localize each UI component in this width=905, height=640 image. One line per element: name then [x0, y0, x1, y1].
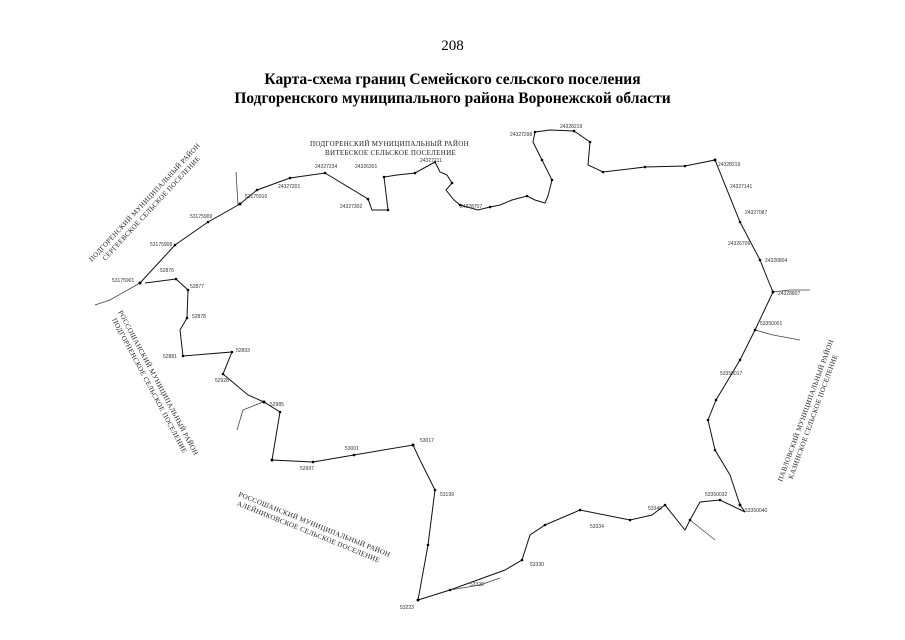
point-label: 53350017: [720, 371, 742, 377]
point-label: 53175901: [112, 278, 134, 284]
point-label: 53175908: [150, 242, 172, 248]
svg-text:ПОДГОРЕНСКИЙ МУНИЦИПАЛЬНЫЙ РАЙ: ПОДГОРЕНСКИЙ МУНИЦИПАЛЬНЫЙ РАЙОН: [88, 142, 202, 264]
point-label: 52876: [160, 268, 174, 274]
boundary-vertices: [138, 129, 775, 602]
point-label: 53199: [440, 492, 454, 498]
point-label: 53350001: [760, 321, 782, 327]
point-label: 52997: [300, 466, 314, 472]
label-northwest-sergeevskoye: ПОДГОРЕНСКИЙ МУНИЦИПАЛЬНЫЙ РАЙОН СЕРГЕЕВ…: [88, 142, 202, 264]
point-label: 53175909: [190, 214, 212, 220]
point-label: 53334: [590, 524, 604, 530]
point-label: 52985: [270, 402, 284, 408]
point-label: 53330: [530, 562, 544, 568]
label-north-vitebskoye: ПОДГОРЕНСКИЙ МУНИЦИПАЛЬНЫЙ РАЙОН ВИТЕБСК…: [310, 140, 469, 157]
point-label: 53350032: [705, 492, 727, 498]
point-label: 53320: [470, 582, 484, 588]
point-label: 24328219: [718, 162, 740, 168]
point-label: 53001: [345, 446, 359, 452]
svg-text:КАЗИНСКОЕ СЕЛЬСКОЕ ПОСЕЛЕНИЕ: КАЗИНСКОЕ СЕЛЬСКОЕ ПОСЕЛЕНИЕ: [787, 353, 840, 480]
point-label: 52878: [192, 314, 206, 320]
point-label: 24327302: [340, 204, 362, 210]
point-label: 53350040: [745, 508, 767, 514]
spur-line: [754, 329, 801, 341]
label-south-aleynikovskoye: РОССОШАНСКИЙ МУНИЦИПАЛЬНЫЙ РАЙОН АЛЕЙНИК…: [236, 490, 392, 565]
point-label: 24326706: [728, 241, 750, 247]
svg-text:ВИТЕБСКОЕ СЕЛЬСКОЕ ПОСЕЛЕНИЕ: ВИТЕБСКОЕ СЕЛЬСКОЕ ПОСЕЛЕНИЕ: [325, 149, 456, 157]
spur-line: [236, 401, 264, 431]
map-title: Карта-схема границ Семейского сельского …: [0, 70, 905, 108]
point-label: 24327201: [278, 184, 300, 190]
spur-line: [235, 171, 239, 206]
point-label: 52881: [163, 354, 177, 360]
spur-line: [449, 577, 501, 591]
svg-text:РОССОШАНСКИЙ МУНИЦИПАЛЬНЫЙ РАЙ: РОССОШАНСКИЙ МУНИЦИПАЛЬНЫЙ РАЙОН: [237, 490, 391, 558]
point-label: 52928: [215, 378, 229, 384]
map-title-line-1: Карта-схема границ Семейского сельского …: [264, 71, 641, 88]
spur-line: [94, 282, 141, 306]
svg-text:ПАВЛОВСКИЙ МУНИЦИПАЛЬНЫЙ РАЙОН: ПАВЛОВСКИЙ МУНИЦИПАЛЬНЫЙ РАЙОН: [776, 338, 835, 482]
label-west-podgornenskoye: РОССОШАНСКИЙ МУНИЦИПАЛЬНЫЙ РАЙОН ПОДГОРН…: [110, 309, 200, 457]
svg-text:ПОДГОРНЕНСКОЕ СЕЛЬСКОЕ ПОСЕЛЕН: ПОДГОРНЕНСКОЕ СЕЛЬСКОЕ ПОСЕЛЕНИЕ: [110, 317, 188, 455]
svg-text:ПОДГОРЕНСКИЙ МУНИЦИПАЛЬНЫЙ РАЙ: ПОДГОРЕНСКИЙ МУНИЦИПАЛЬНЫЙ РАЙОН: [310, 140, 469, 148]
svg-text:РОССОШАНСКИЙ МУНИЦИПАЛЬНЫЙ РАЙ: РОССОШАНСКИЙ МУНИЦИПАЛЬНЫЙ РАЙОН: [116, 309, 200, 457]
point-label: 24326301: [355, 164, 377, 170]
point-label: 53175910: [245, 194, 267, 200]
point-label: 53017: [420, 438, 434, 444]
point-label: 24327298: [510, 132, 532, 138]
point-label: 53349: [648, 506, 662, 512]
point-labels: 53175901 53175908 53175909 53175910 2432…: [112, 124, 800, 611]
svg-text:АЛЕЙНИКОВСКОЕ СЕЛЬСКОЕ ПОСЕЛЕН: АЛЕЙНИКОВСКОЕ СЕЛЬСКОЕ ПОСЕЛЕНИЕ: [236, 500, 381, 565]
point-label: 24327211: [420, 158, 442, 164]
point-label: 53223: [400, 605, 414, 611]
point-label: 52877: [190, 284, 204, 290]
point-label: 24327234: [315, 164, 337, 170]
point-label: 24328219: [560, 124, 582, 130]
spur-line: [689, 519, 716, 541]
point-label: 24327087: [745, 210, 767, 216]
point-label: 24326804: [765, 258, 787, 264]
settlement-boundary: [139, 129, 774, 601]
label-east-kazinskoye: ПАВЛОВСКИЙ МУНИЦИПАЛЬНЫЙ РАЙОН КАЗИНСКОЕ…: [776, 338, 840, 482]
point-label: 24328807: [778, 291, 800, 297]
page-number: 208: [441, 38, 464, 54]
point-label: 52893: [236, 348, 250, 354]
point-label: 24328707: [460, 204, 482, 210]
map-title-line-2: Подгоренского муниципального района Воро…: [234, 90, 671, 107]
spur-line: [771, 289, 810, 293]
point-label: 24327141: [730, 184, 752, 190]
